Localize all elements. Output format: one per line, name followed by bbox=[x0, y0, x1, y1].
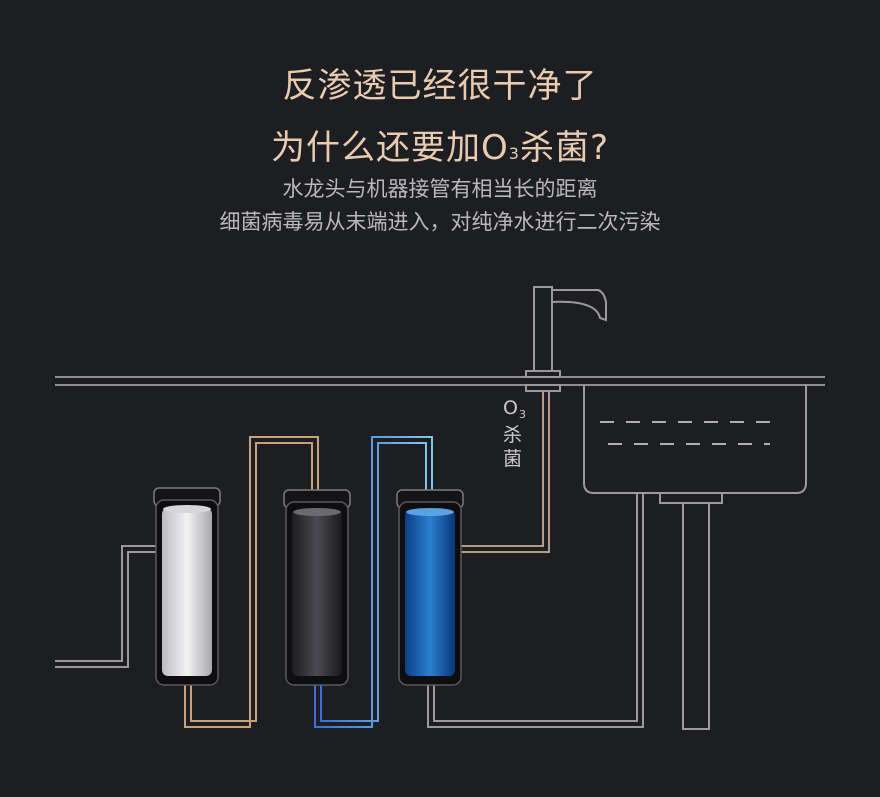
inlet-pipe bbox=[55, 545, 158, 668]
headline-line2: 为什么还要加O3杀菌? bbox=[0, 120, 880, 169]
filter-pp-cotton bbox=[153, 487, 221, 686]
o3-label-sha: 杀 bbox=[503, 424, 522, 446]
filter-ro-membrane bbox=[396, 489, 464, 686]
headline-line2-suffix: 杀菌? bbox=[519, 128, 609, 168]
headline-o-letter: O bbox=[481, 128, 509, 168]
drain-pipe bbox=[427, 493, 644, 728]
headline-line1: 反渗透已经很干净了 bbox=[282, 66, 598, 106]
o3-label-jun: 菌 bbox=[503, 448, 522, 470]
headline-line2-prefix: 为什么还要加 bbox=[271, 128, 481, 168]
countertop bbox=[55, 376, 825, 386]
faucet bbox=[525, 286, 607, 392]
headline-o-subscript: 3 bbox=[508, 144, 520, 163]
o3-sterilization-label: O 3 杀 菌 bbox=[503, 397, 526, 470]
sink-basin bbox=[583, 385, 807, 730]
subtitle-line2: 细菌病毒易从末端进入，对纯净水进行二次污染 bbox=[219, 210, 661, 234]
subtitle-line1: 水龙头与机器接管有相当长的距离 bbox=[282, 177, 598, 201]
faucet-supply-pipe bbox=[460, 391, 550, 553]
o3-label-sub: 3 bbox=[519, 408, 526, 421]
blue-connector-pipe bbox=[314, 436, 433, 728]
o3-label-o: O bbox=[503, 397, 518, 419]
filter-activated-carbon bbox=[283, 489, 351, 686]
gold-connector-pipe bbox=[184, 436, 319, 728]
